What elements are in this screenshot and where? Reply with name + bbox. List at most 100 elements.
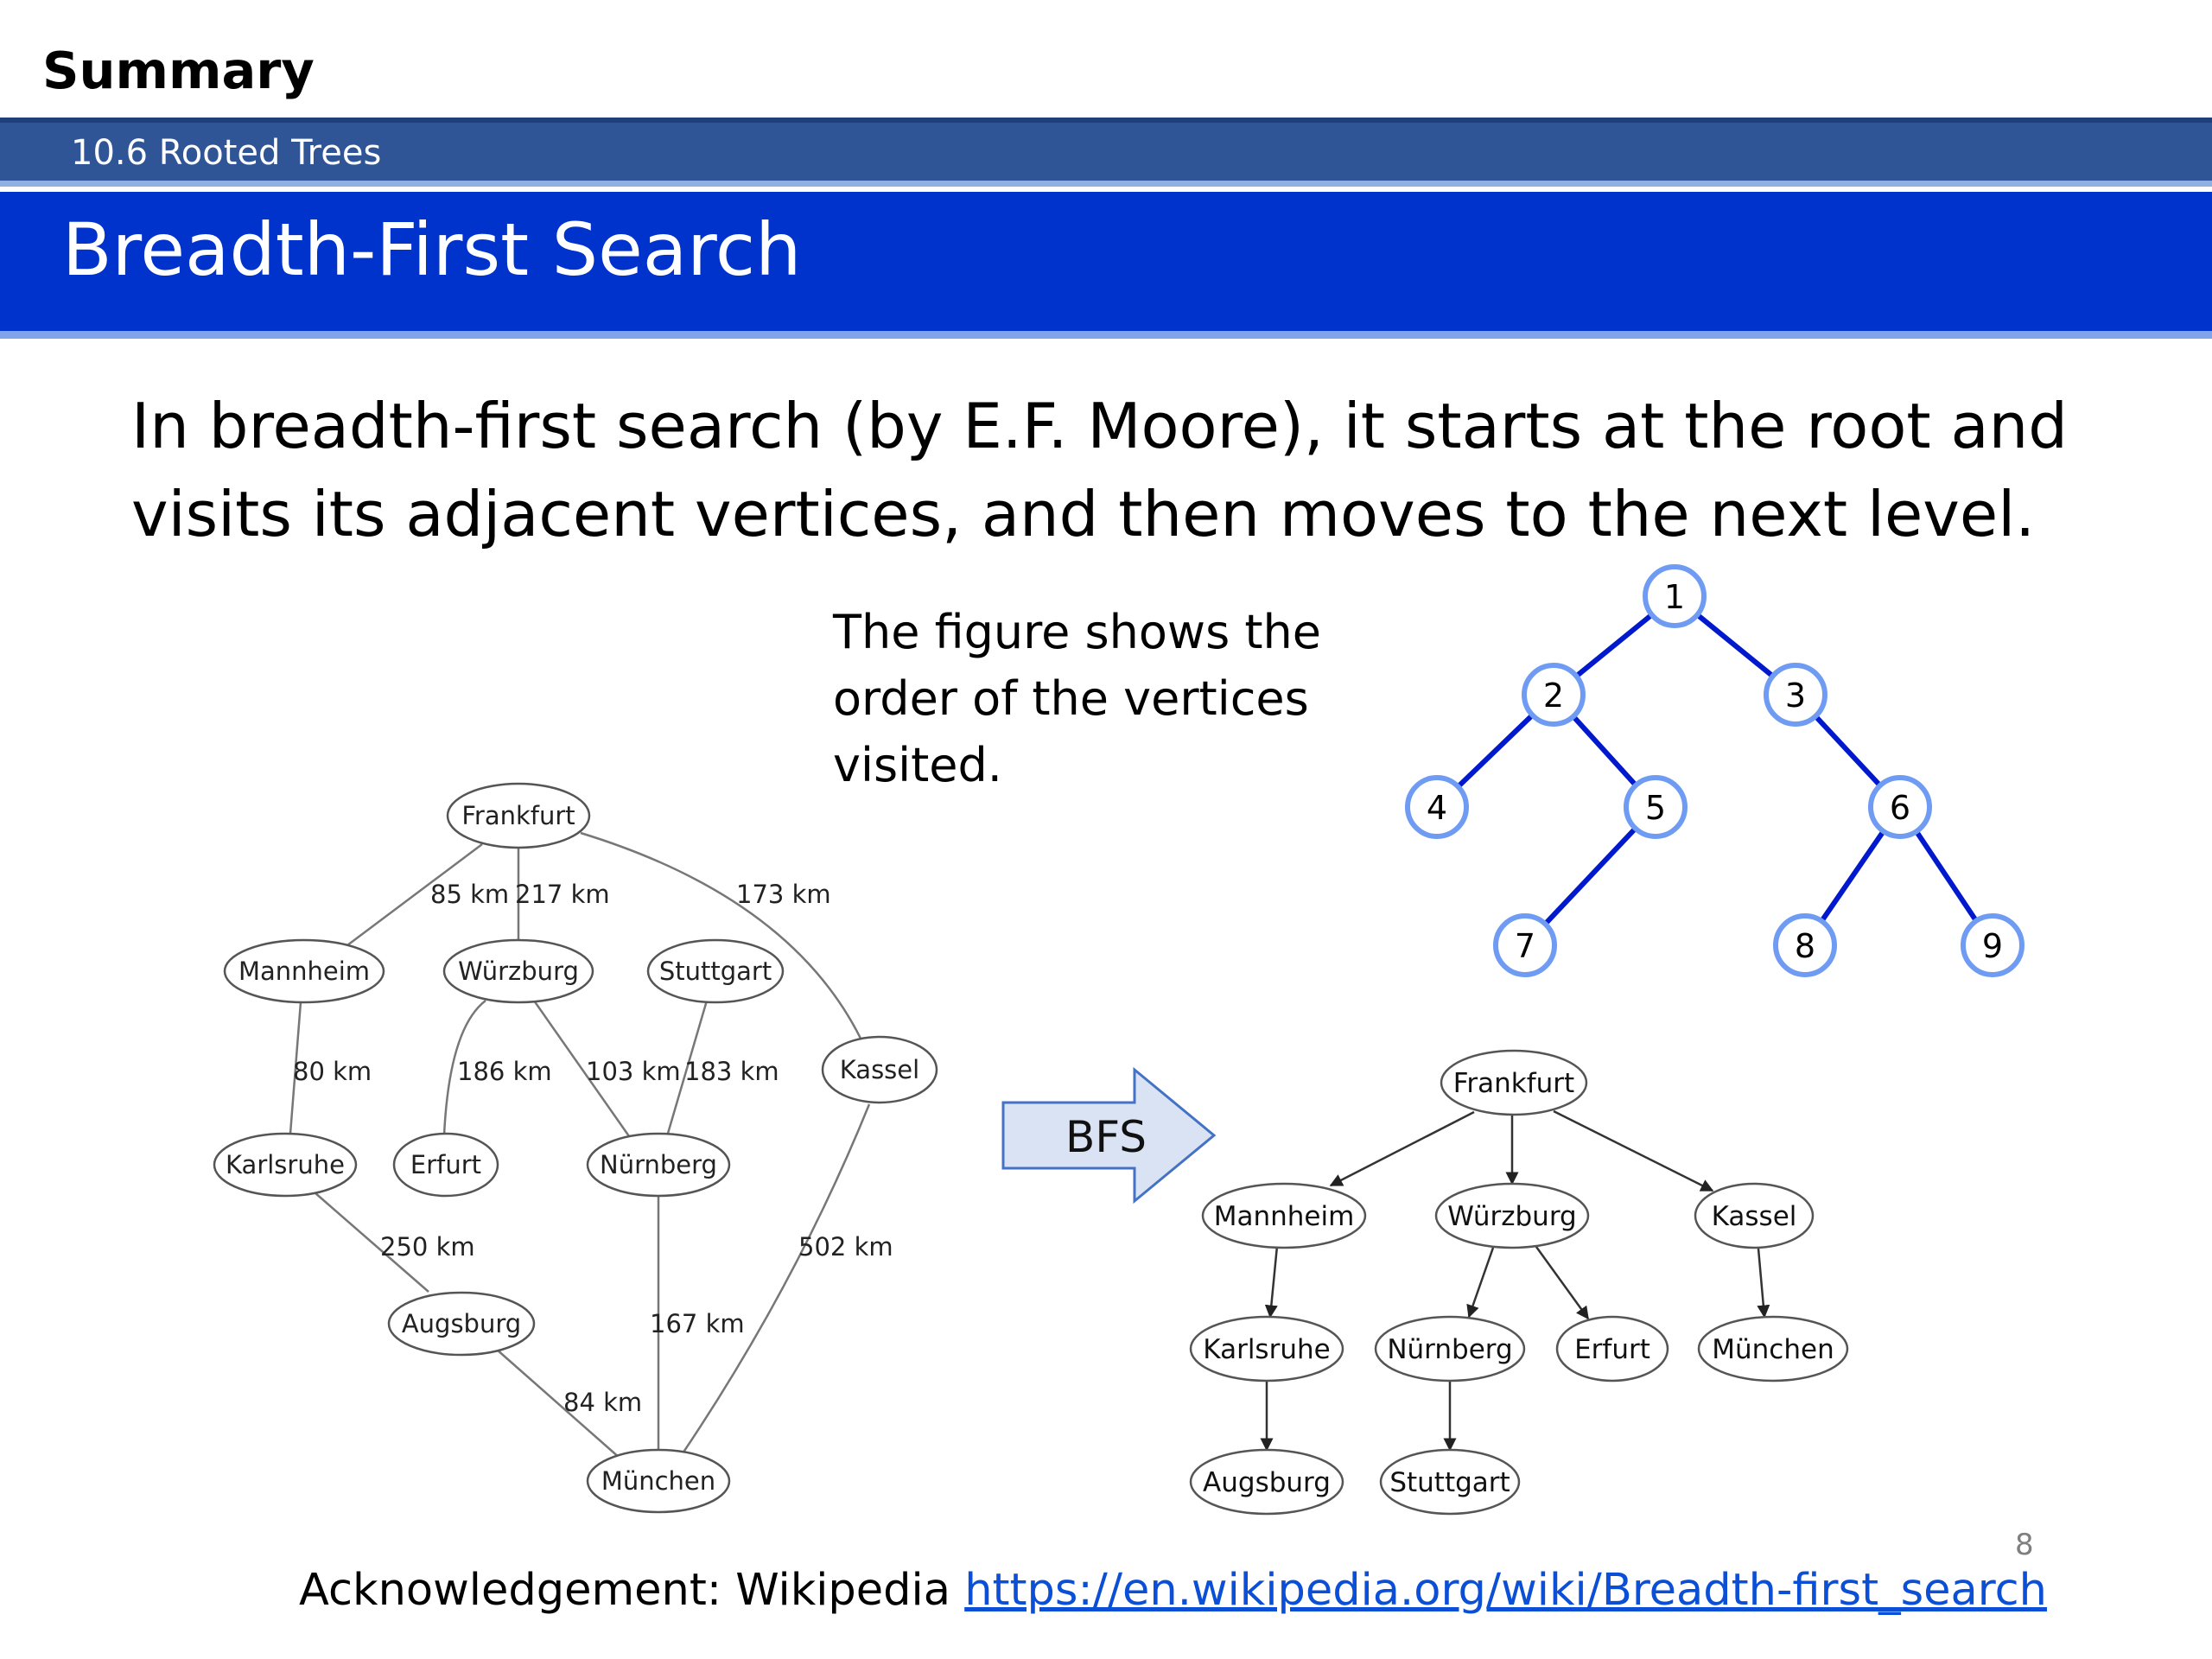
- order-node-5: 5: [1624, 775, 1688, 839]
- svg-text:2: 2: [1543, 677, 1564, 715]
- edge-label: 502 km: [798, 1232, 893, 1262]
- order-tree-edges: [1434, 594, 1995, 948]
- tree-node-frankfurt: Frankfurt: [1440, 1049, 1588, 1116]
- tree-edge: [1466, 1247, 1495, 1319]
- tree-edge: [1553, 1109, 1714, 1192]
- graph-edge: [488, 1342, 621, 1459]
- breadcrumb-band: [0, 118, 2212, 187]
- graph-node-kassel: Kassel: [821, 1035, 938, 1104]
- svg-text:Erfurt: Erfurt: [1574, 1334, 1650, 1365]
- tree-node-nurnberg: Nürnberg: [1374, 1315, 1526, 1382]
- summary-heading: Summary: [42, 41, 315, 100]
- page-number: 8: [2015, 1528, 2034, 1562]
- order-node-8: 8: [1773, 913, 1837, 977]
- svg-text:Augsburg: Augsburg: [402, 1309, 521, 1338]
- wikipedia-link[interactable]: https://en.wikipedia.org/wiki/Breadth-fi…: [964, 1565, 2047, 1616]
- title-band: [0, 192, 2212, 339]
- graph-edge: [314, 1192, 429, 1293]
- svg-text:7: 7: [1515, 927, 1535, 965]
- svg-text:5: 5: [1645, 789, 1666, 827]
- edge-label: 103 km: [586, 1057, 681, 1086]
- svg-text:München: München: [601, 1466, 715, 1496]
- bfs-tree-edges: [1260, 1109, 1770, 1452]
- tree-edge: [1757, 1248, 1770, 1319]
- figure-caption: The figure shows the order of the vertic…: [833, 605, 1321, 792]
- edge-label: 173 km: [736, 880, 831, 909]
- svg-text:1: 1: [1664, 578, 1685, 616]
- slide-title: Breadth-First Search: [62, 207, 802, 292]
- svg-text:Augsburg: Augsburg: [1203, 1467, 1331, 1498]
- svg-text:Stuttgart: Stuttgart: [1389, 1467, 1510, 1498]
- svg-text:Erfurt: Erfurt: [410, 1150, 481, 1179]
- bfs-arrow-label: BFS: [1065, 1112, 1147, 1162]
- intro-text: In breadth-first search (by E.F. Moore),…: [131, 390, 2068, 550]
- svg-text:Karlsruhe: Karlsruhe: [1203, 1334, 1330, 1365]
- graph-node-munchen: München: [586, 1448, 731, 1514]
- edge-label: 84 km: [563, 1388, 642, 1417]
- city-graph-edges: [289, 831, 871, 1459]
- svg-text:München: München: [1712, 1334, 1834, 1365]
- svg-text:Stuttgart: Stuttgart: [659, 957, 772, 986]
- tree-node-stuttgart: Stuttgart: [1379, 1448, 1521, 1516]
- svg-text:Würzburg: Würzburg: [458, 957, 579, 986]
- order-node-6: 6: [1868, 775, 1932, 839]
- breadcrumb: 10.6 Rooted Trees: [71, 133, 382, 173]
- edge-label: 217 km: [515, 880, 610, 909]
- tree-node-munchen: München: [1697, 1315, 1849, 1382]
- graph-edge: [665, 1000, 709, 1137]
- graph-node-mannheim: Mannheim: [223, 938, 385, 1004]
- graph-edge: [580, 831, 866, 1046]
- acknowledgement-text: Acknowledgement: Wikipedia: [299, 1565, 965, 1616]
- bfs-arrow: BFS: [1001, 1066, 1217, 1205]
- edge-label: 186 km: [457, 1057, 552, 1086]
- order-node-2: 2: [1522, 663, 1586, 727]
- svg-text:Kassel: Kassel: [840, 1055, 919, 1084]
- acknowledgement: Acknowledgement: Wikipedia https://en.wi…: [299, 1565, 2047, 1616]
- graph-edge: [677, 1103, 871, 1459]
- tree-node-erfurt: Erfurt: [1555, 1315, 1669, 1382]
- svg-text:4: 4: [1427, 789, 1447, 827]
- graph-node-nurnberg: Nürnberg: [586, 1132, 731, 1198]
- tree-edge: [1535, 1246, 1590, 1320]
- svg-text:Frankfurt: Frankfurt: [461, 801, 575, 830]
- edge-label: 80 km: [293, 1057, 372, 1086]
- svg-text:Würzburg: Würzburg: [1447, 1201, 1576, 1232]
- svg-text:Nürnberg: Nürnberg: [1387, 1334, 1512, 1365]
- tree-edge: [1329, 1110, 1475, 1187]
- graph-node-stuttgart: Stuttgart: [646, 938, 785, 1004]
- svg-text:Karlsruhe: Karlsruhe: [226, 1150, 345, 1179]
- edge-label: 85 km: [430, 880, 509, 909]
- tree-node-karlsruhe: Karlsruhe: [1189, 1315, 1344, 1382]
- svg-text:3: 3: [1785, 677, 1806, 715]
- svg-text:Mannheim: Mannheim: [238, 957, 370, 986]
- graph-node-augsburg: Augsburg: [387, 1291, 536, 1357]
- graph-node-karlsruhe: Karlsruhe: [213, 1132, 358, 1198]
- svg-text:Nürnberg: Nürnberg: [600, 1150, 717, 1179]
- order-node-3: 3: [1764, 663, 1827, 727]
- city-graph-edge-labels: 85 km 217 km 173 km 80 km 186 km 103 km …: [293, 880, 893, 1417]
- graph-edge: [289, 1001, 302, 1135]
- graph-edge: [343, 843, 483, 949]
- order-node-9: 9: [1961, 913, 2024, 977]
- svg-text:Kassel: Kassel: [1712, 1201, 1797, 1232]
- edge-label: 183 km: [684, 1057, 779, 1086]
- graph-node-wurzburg: Würzburg: [442, 938, 594, 1004]
- svg-text:9: 9: [1982, 927, 2003, 965]
- tree-node-mannheim: Mannheim: [1201, 1182, 1367, 1249]
- order-node-4: 4: [1405, 775, 1469, 839]
- tree-node-kassel: Kassel: [1694, 1182, 1815, 1249]
- tree-node-wurzburg: Würzburg: [1434, 1182, 1590, 1249]
- graph-node-frankfurt: Frankfurt: [446, 782, 591, 849]
- tree-node-augsburg: Augsburg: [1189, 1448, 1344, 1516]
- svg-text:8: 8: [1795, 927, 1815, 965]
- tree-edge: [1264, 1245, 1279, 1319]
- order-node-7: 7: [1493, 913, 1557, 977]
- graph-node-erfurt: Erfurt: [392, 1132, 499, 1198]
- edge-label: 250 km: [380, 1232, 475, 1262]
- svg-text:6: 6: [1890, 789, 1910, 827]
- svg-text:Mannheim: Mannheim: [1214, 1201, 1355, 1232]
- svg-text:Frankfurt: Frankfurt: [1453, 1068, 1574, 1099]
